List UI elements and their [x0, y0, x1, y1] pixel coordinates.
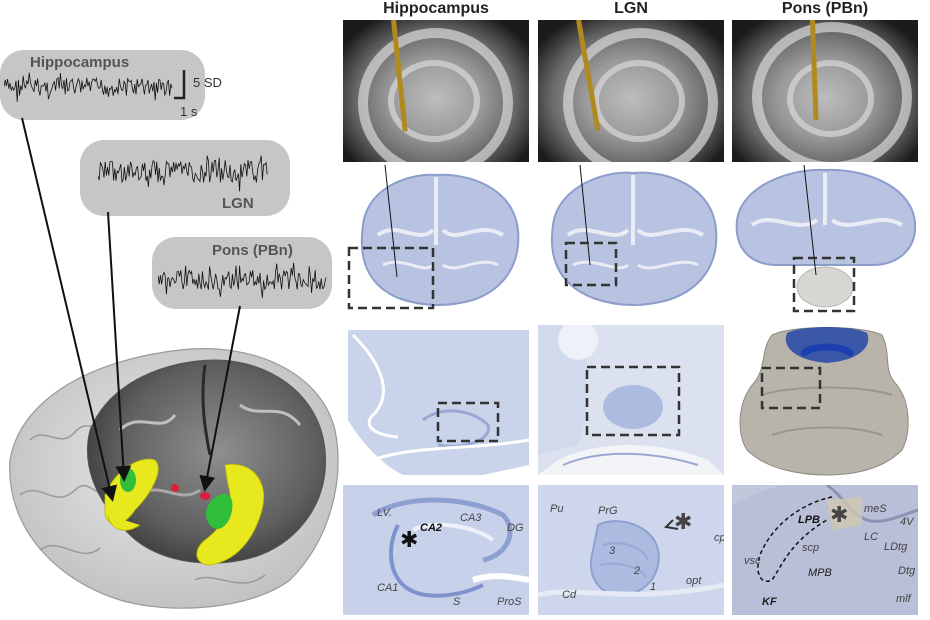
zoom-box [585, 365, 681, 437]
trace-label-lgn: LGN [222, 195, 254, 212]
trace-lgn [98, 155, 268, 192]
zoom-box [792, 256, 856, 313]
lgn-3d-right [206, 494, 233, 530]
asterisk-marker: ✱ [400, 527, 419, 552]
label-KF: KF [762, 596, 777, 608]
label-3: 3 [609, 545, 616, 557]
label-Pu: Pu [550, 503, 564, 515]
column-title-lgn: LGN [614, 0, 648, 17]
pbn-dot-right [200, 492, 210, 500]
zoom-section-lgn [538, 325, 724, 475]
label-scp: scp [802, 542, 820, 554]
label-CA3: CA3 [460, 512, 482, 524]
zoom-box [760, 366, 822, 410]
label-LPB: LPB [798, 514, 820, 526]
label-LDtg: LDtg [884, 541, 908, 553]
detail-lgn: ✱ Pu PrG cp 3 2 1 opt Cd [538, 485, 724, 615]
label-meS: meS [864, 503, 887, 515]
label-2: 2 [634, 565, 641, 577]
nissl-section-hippocampus [347, 165, 520, 310]
label-DG: DG [507, 522, 524, 534]
pbn-dot-left [171, 484, 179, 492]
column-title-hippocampus: Hippocampus [383, 0, 489, 17]
nissl-section-pons [735, 165, 917, 313]
label-S: S [453, 596, 461, 608]
label-CA1: CA1 [377, 582, 399, 594]
mri-lgn [538, 20, 724, 162]
label-CA2: CA2 [420, 522, 443, 534]
label-1: 1 [650, 581, 657, 593]
scale-bar [174, 70, 186, 100]
zoom-section-pons [732, 325, 918, 485]
trace-label-pons: Pons (PBn) [212, 242, 293, 259]
asterisk-marker: ✱ [830, 502, 849, 527]
label-mlf: mlf [896, 593, 911, 605]
label-ProS: ProS [497, 596, 522, 608]
trace-pill-lgn [80, 140, 290, 216]
zoom-box [436, 401, 500, 443]
label-LC: LC [864, 531, 879, 543]
zoom-box [564, 241, 618, 287]
label-MPB: MPB [808, 567, 832, 579]
mri-hippocampus [343, 20, 529, 162]
scale-amplitude: 5 SD [193, 75, 222, 90]
detail-pons: ✱ LPB meS 4V LC LDtg scp vsc MPB Dtg KF … [732, 485, 918, 615]
label-Dtg: Dtg [898, 565, 916, 577]
trace-pons [158, 262, 327, 298]
label-cp: cp [714, 532, 724, 544]
trace-hippocampus [4, 72, 173, 102]
nissl-section-lgn [551, 165, 718, 307]
label-vsc: vsc [744, 555, 761, 567]
trace-pill-pons [152, 237, 332, 309]
label-4V: 4V [900, 516, 914, 528]
asterisk-marker: ✱ [674, 509, 693, 534]
zoom-section-hippocampus [343, 325, 529, 475]
label-opt: opt [686, 575, 702, 587]
zoom-box [347, 246, 435, 310]
label-Cd: Cd [562, 589, 577, 601]
scale-time: 1 s [180, 104, 198, 119]
label-PrG: PrG [598, 505, 618, 517]
connector-lines [21, 117, 241, 502]
trace-label-hippocampus: Hippocampus [30, 54, 130, 71]
detail-hippocampus: ✱ LV. CA2 CA3 DG CA1 S ProS [343, 485, 529, 615]
label-LV: LV. [377, 507, 393, 519]
mri-pons [732, 20, 918, 162]
column-title-pons: Pons (PBn) [781, 0, 869, 17]
